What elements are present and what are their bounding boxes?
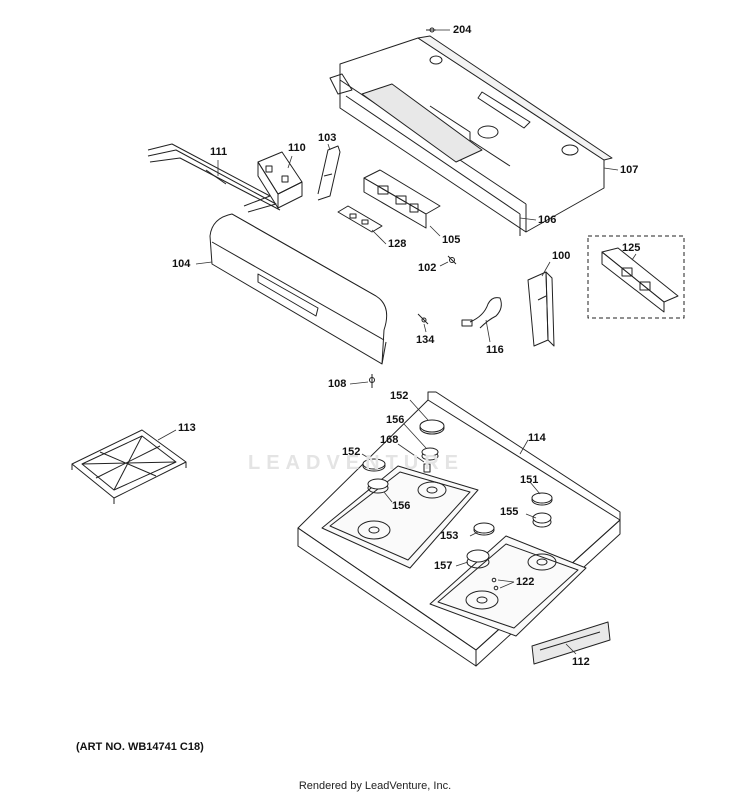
- callout-110: 110: [288, 142, 306, 154]
- screw-part: [426, 27, 436, 33]
- callout-157: 157: [434, 560, 453, 572]
- callout-152-top: 152: [390, 390, 409, 402]
- switch-box-part: [257, 151, 303, 209]
- callout-168: 168: [380, 434, 399, 446]
- burner-parts: [362, 419, 553, 569]
- callout-125: 125: [622, 242, 641, 254]
- callout-122: 122: [516, 576, 535, 588]
- callout-107: 107: [620, 164, 639, 176]
- callout-151: 151: [520, 474, 539, 486]
- harness-part: [461, 297, 502, 329]
- callout-155: 155: [500, 506, 519, 518]
- leader-lines: [157, 29, 637, 655]
- end-cap-part: [527, 271, 555, 347]
- callout-102: 102: [418, 262, 437, 274]
- callout-111: 111: [210, 146, 228, 158]
- screw-part: [417, 313, 429, 325]
- callout-114: 114: [528, 432, 546, 444]
- screw-part: [491, 577, 499, 591]
- screw-part: [447, 255, 457, 265]
- callout-152-left: 152: [342, 446, 361, 458]
- callout-113: 113: [178, 422, 196, 434]
- callout-106: 106: [538, 214, 557, 226]
- callout-156-left: 156: [392, 500, 411, 512]
- callout-108: 108: [328, 378, 347, 390]
- callout-153: 153: [440, 530, 459, 542]
- callout-103: 103: [318, 132, 337, 144]
- callout-156-top: 156: [386, 414, 405, 426]
- bracket-part: [317, 145, 341, 201]
- art-number: (ART NO. WB14741 C18): [76, 741, 204, 753]
- callout-134: 134: [416, 334, 435, 346]
- callout-204: 204: [453, 24, 472, 36]
- control-panel-part: [209, 213, 388, 365]
- grate-part: [71, 429, 187, 504]
- footer-credit: Rendered by LeadVenture, Inc.: [298, 780, 452, 792]
- screw-part: [369, 374, 375, 388]
- wire-harness-part: [147, 143, 281, 213]
- cooktop-part: [297, 391, 621, 667]
- callout-128: 128: [388, 238, 407, 250]
- callout-105: 105: [442, 234, 461, 246]
- label-part: [531, 621, 611, 665]
- backsplash-part: [329, 35, 613, 236]
- keypad-part: [337, 205, 383, 233]
- control-board-part: [363, 169, 441, 229]
- callout-100: 100: [552, 250, 571, 262]
- watermark: LEADVENTURE: [248, 452, 465, 474]
- callout-104: 104: [172, 258, 191, 270]
- display-board-part: [587, 235, 685, 319]
- callout-116: 116: [486, 344, 504, 356]
- callout-112: 112: [572, 656, 590, 668]
